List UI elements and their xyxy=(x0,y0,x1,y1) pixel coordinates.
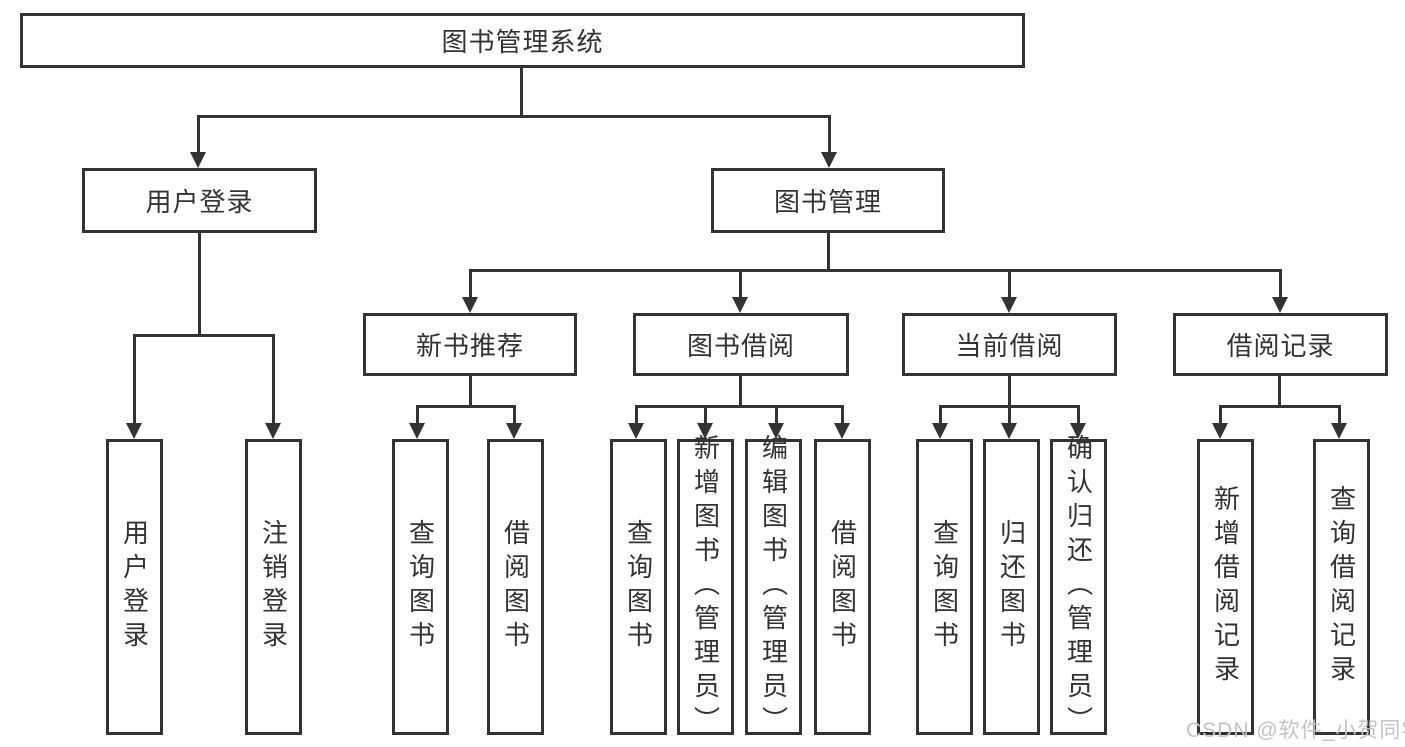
leaf-add-borrow-record: 新增借阅记录 xyxy=(1197,439,1254,735)
arrowhead-borrowing-leaf3 xyxy=(768,423,784,439)
connector-borrowing-leaf4 xyxy=(841,405,844,425)
leaf-query-borrow-record-label: 查询借阅记录 xyxy=(1326,485,1357,689)
connector-level2-rail xyxy=(197,115,831,118)
leaf-add-books-admin-label: 新增图书（管理员） xyxy=(690,434,721,740)
leaf-add-books-admin: 新增图书（管理员） xyxy=(677,434,734,740)
arrowhead-recommend-leaf1 xyxy=(409,423,425,439)
arrowhead-new-book-recommend xyxy=(462,297,478,313)
connector-borrowing-leaf3 xyxy=(775,405,778,425)
connector-current-stem xyxy=(1008,375,1011,407)
connector-current-leaf3 xyxy=(1077,405,1080,425)
leaf-query-books-borrowing-label: 查询图书 xyxy=(623,519,654,655)
node-current-borrowing: 当前借阅 xyxy=(902,313,1117,376)
node-borrowing-records: 借阅记录 xyxy=(1173,313,1388,376)
leaf-query-books-borrowing: 查询图书 xyxy=(610,439,667,735)
connector-current-leaf1 xyxy=(939,405,942,425)
leaf-edit-books-admin-label: 编辑图书（管理员） xyxy=(758,434,789,740)
connector-to-current-borrowing xyxy=(1008,269,1011,299)
arrowhead-borrowing-leaf1 xyxy=(628,423,644,439)
watermark: CSDN @软件_小贺同学 xyxy=(1186,719,1405,742)
arrowhead-borrowing-leaf2 xyxy=(697,423,713,439)
leaf-borrow-books-recommend: 借阅图书 xyxy=(487,439,544,735)
connector-borrowing-stem xyxy=(739,375,742,407)
arrowhead-book-management xyxy=(821,152,837,168)
leaf-return-books-label: 归还图书 xyxy=(996,519,1027,655)
leaf-confirm-return-admin: 确认归还（管理员） xyxy=(1050,434,1107,740)
connector-user-login-stem xyxy=(198,233,201,336)
node-current-borrowing-label: 当前借阅 xyxy=(955,331,1064,361)
connector-recommend-leaf1 xyxy=(416,405,419,425)
leaf-logout: 注销登录 xyxy=(245,439,302,735)
connector-to-borrowing-records xyxy=(1279,269,1282,299)
leaf-query-borrow-record: 查询借阅记录 xyxy=(1313,439,1370,735)
arrowhead-current-leaf3 xyxy=(1070,423,1086,439)
node-book-management: 图书管理 xyxy=(711,168,945,233)
leaf-user-login: 用户登录 xyxy=(106,439,163,735)
connector-recommend-rail xyxy=(416,405,516,408)
leaf-logout-label: 注销登录 xyxy=(258,519,289,655)
leaf-borrow-books-label: 借阅图书 xyxy=(827,519,858,655)
arrowhead-borrowing-leaf4 xyxy=(834,423,850,439)
node-library-system-label: 图书管理系统 xyxy=(441,27,604,57)
connector-borrowing-leaf1 xyxy=(635,405,638,425)
node-new-book-recommend-label: 新书推荐 xyxy=(415,331,524,361)
connector-to-leaf-logout xyxy=(272,334,275,424)
node-user-login: 用户登录 xyxy=(82,168,317,233)
node-book-management-label: 图书管理 xyxy=(773,187,882,217)
node-new-book-recommend: 新书推荐 xyxy=(363,313,577,376)
leaf-borrow-books: 借阅图书 xyxy=(814,439,871,735)
arrowhead-records-leaf2 xyxy=(1331,423,1347,439)
leaf-query-books-current: 查询图书 xyxy=(916,439,973,735)
leaf-user-login-label: 用户登录 xyxy=(119,519,150,655)
arrowhead-book-borrowing xyxy=(732,297,748,313)
connector-book-management-stem xyxy=(827,233,830,272)
leaf-confirm-return-admin-label: 确认归还（管理员） xyxy=(1063,434,1094,740)
connector-to-new-book-recommend xyxy=(469,269,472,299)
arrowhead-current-leaf2 xyxy=(1001,423,1017,439)
node-user-login-label: 用户登录 xyxy=(145,187,254,217)
arrowhead-leaf-logout xyxy=(265,423,281,439)
arrowhead-records-leaf1 xyxy=(1212,423,1228,439)
connector-to-book-borrowing xyxy=(739,269,742,299)
node-library-system: 图书管理系统 xyxy=(20,13,1025,68)
node-book-borrowing: 图书借阅 xyxy=(633,313,849,376)
connector-recommend-leaf2 xyxy=(513,405,516,425)
leaf-query-books-current-label: 查询图书 xyxy=(929,519,960,655)
node-book-borrowing-label: 图书借阅 xyxy=(686,331,795,361)
connector-recommend-stem xyxy=(469,375,472,407)
connector-level3-rail xyxy=(469,269,1282,272)
arrowhead-leaf-user-login xyxy=(126,423,142,439)
connector-records-leaf1 xyxy=(1219,405,1222,425)
arrowhead-user-login xyxy=(190,152,206,168)
connector-user-login-rail xyxy=(133,334,275,337)
connector-records-leaf2 xyxy=(1338,405,1341,425)
leaf-query-books-recommend: 查询图书 xyxy=(392,439,449,735)
arrowhead-current-leaf1 xyxy=(932,423,948,439)
leaf-return-books: 归还图书 xyxy=(983,439,1040,735)
connector-to-user-login xyxy=(197,115,200,153)
leaf-add-borrow-record-label: 新增借阅记录 xyxy=(1210,485,1241,689)
leaf-borrow-books-recommend-label: 借阅图书 xyxy=(500,519,531,655)
connector-records-stem xyxy=(1278,375,1281,407)
connector-borrowing-leaf2 xyxy=(704,405,707,425)
leaf-edit-books-admin: 编辑图书（管理员） xyxy=(745,434,802,740)
arrowhead-current-borrowing xyxy=(1001,297,1017,313)
leaf-query-books-recommend-label: 查询图书 xyxy=(405,519,436,655)
arrowhead-borrowing-records xyxy=(1272,297,1288,313)
connector-root-stem xyxy=(520,68,523,118)
node-borrowing-records-label: 借阅记录 xyxy=(1226,331,1335,361)
connector-borrowing-rail xyxy=(635,405,844,408)
arrowhead-recommend-leaf2 xyxy=(506,423,522,439)
connector-to-leaf-user-login xyxy=(133,334,136,424)
connector-current-leaf2 xyxy=(1008,405,1011,425)
connector-to-book-management xyxy=(828,115,831,153)
connector-records-rail xyxy=(1219,405,1341,408)
